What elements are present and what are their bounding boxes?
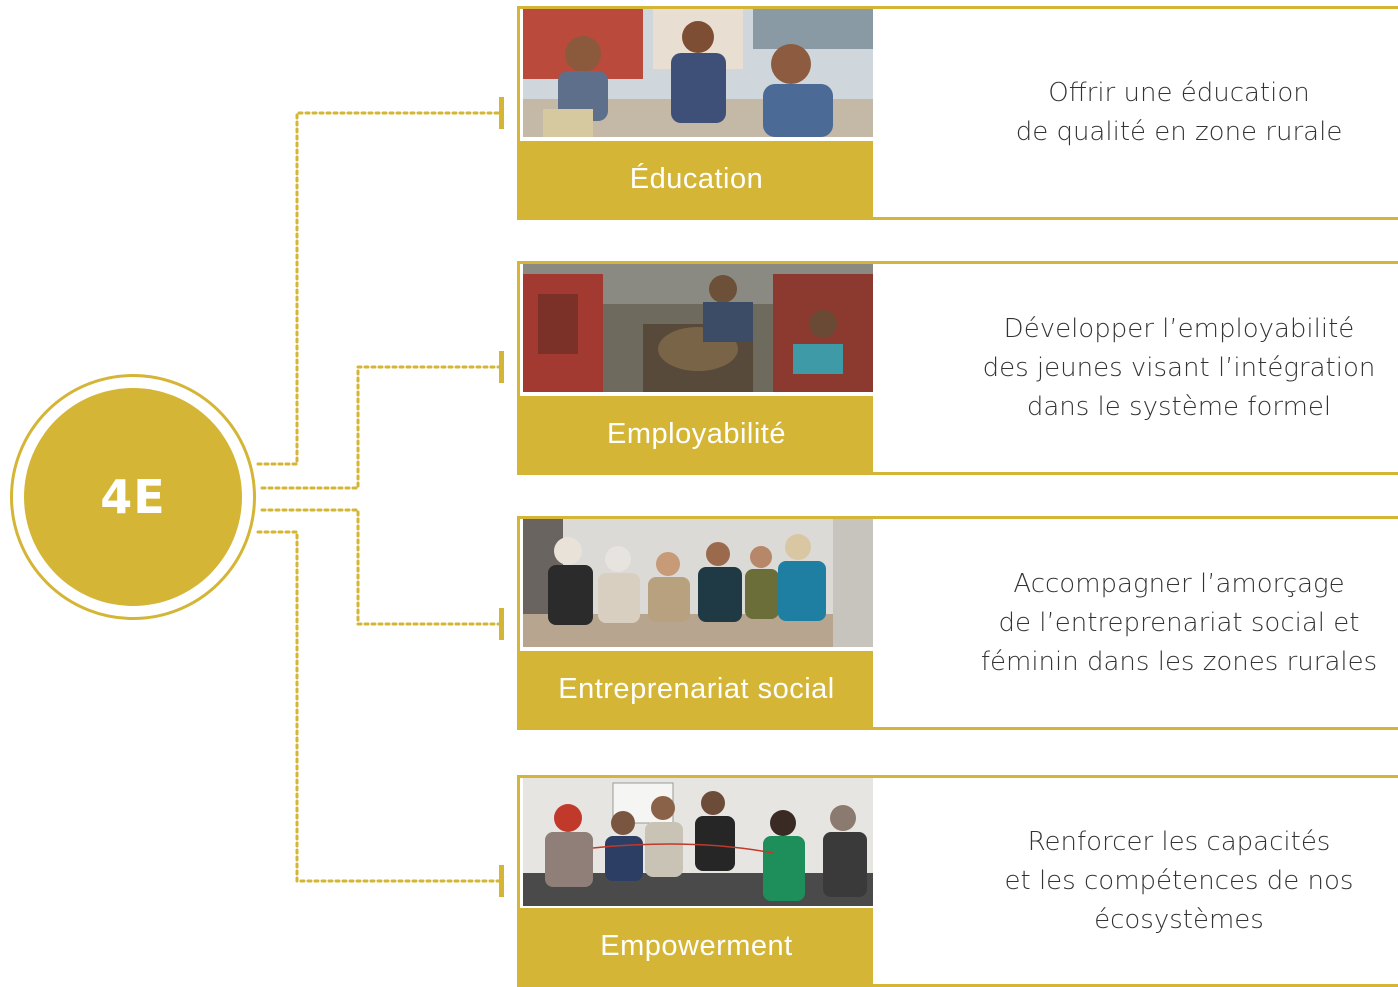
pillar-card-empowerment: Empowerment Renforcer les capacités et l… xyxy=(517,775,1398,987)
pillar-label-band: Éducation xyxy=(520,141,873,217)
description-line: de l’entreprenariat social et xyxy=(998,607,1360,638)
description-line: dans le système formel xyxy=(1026,391,1332,422)
hub-circle: 4E xyxy=(24,388,242,606)
description-line: Développer l’employabilité xyxy=(1003,313,1355,344)
description-line: Offrir une éducation xyxy=(1048,78,1310,108)
pillar-label: Entreprenariat social xyxy=(558,672,835,705)
group-workshop-photo xyxy=(523,778,873,906)
pillar-label: Empowerment xyxy=(600,929,793,962)
pillar-description: Développer l’employabilité des jeunes vi… xyxy=(960,264,1398,472)
pillar-description: Renforcer les capacités et les compétenc… xyxy=(960,778,1398,984)
description-line: féminin dans les zones rurales xyxy=(980,646,1378,677)
pillar-label-band: Employabilité xyxy=(520,396,873,472)
description-line: des jeunes visant l’intégration xyxy=(982,352,1376,383)
description-line: de qualité en zone rurale xyxy=(1015,117,1343,147)
hub-label: 4E xyxy=(100,470,166,524)
pillar-label-band: Empowerment xyxy=(520,908,873,984)
description-line: Accompagner l’amorçage xyxy=(1013,568,1345,599)
description-line: Renforcer les capacités xyxy=(1027,826,1331,857)
pillar-card-employabilite: Employabilité Développer l’employabilité… xyxy=(517,261,1398,475)
women-cooperative-photo xyxy=(523,519,873,647)
description-line: écosystèmes xyxy=(1094,904,1264,935)
description-line: et les compétences de nos xyxy=(1004,865,1354,896)
workshop-training-photo xyxy=(523,264,873,392)
pillar-label: Éducation xyxy=(629,162,764,195)
pillar-label: Employabilité xyxy=(607,417,786,450)
pillar-description: Offrir une éducation de qualité en zone … xyxy=(960,9,1398,217)
children-classroom-photo xyxy=(523,9,873,137)
pillar-card-entreprenariat: Entreprenariat social Accompagner l’amor… xyxy=(517,516,1398,730)
pillar-label-band: Entreprenariat social xyxy=(520,651,873,727)
pillar-description: Accompagner l’amorçage de l’entreprenari… xyxy=(960,519,1398,727)
pillar-card-education: Éducation Offrir une éducation de qualit… xyxy=(517,6,1398,220)
